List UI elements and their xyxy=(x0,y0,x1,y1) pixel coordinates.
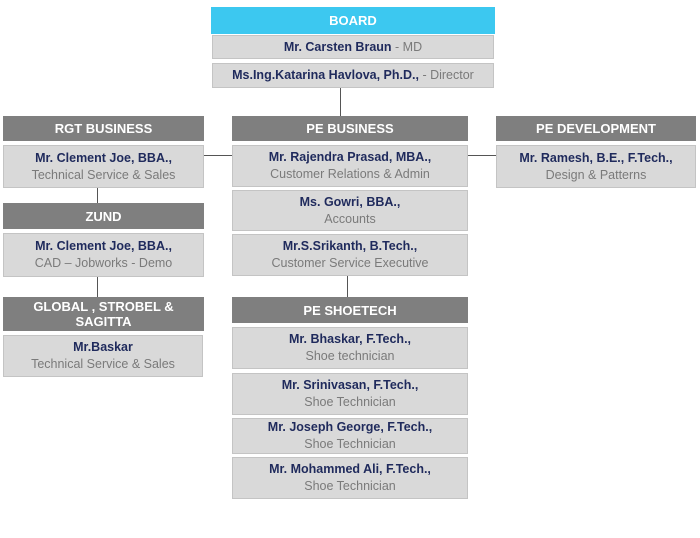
member-name: Mr. Ramesh, B.E., F.Tech., xyxy=(519,150,673,165)
member-name: Mr. Carsten Braun xyxy=(283,39,392,54)
zund-title: ZUND xyxy=(85,208,122,224)
connector-board-pe xyxy=(340,88,341,116)
pe-shoetech-header: PE SHOETECH xyxy=(232,297,468,323)
member-name: Mr. Bhaskar, F.Tech., xyxy=(288,332,412,346)
pe-business-header: PE BUSINESS xyxy=(232,116,468,141)
member-name: Mr. Clement Joe, BBA., xyxy=(35,239,172,253)
pe-business-member-relations: Mr. Rajendra Prasad, MBA., Customer Rela… xyxy=(232,145,468,187)
member-role: Customer Service Executive xyxy=(271,256,429,270)
member-role: Shoe Technician xyxy=(304,395,396,409)
member-name: Mr. Rajendra Prasad, MBA., xyxy=(268,150,432,164)
member-role: CAD – Jobworks - Demo xyxy=(34,256,173,270)
zund-header: ZUND xyxy=(3,203,204,229)
pe-development-title: PE DEVELOPMENT xyxy=(536,121,656,136)
member-role: Shoe Technician xyxy=(304,437,396,451)
pe-development-header: PE DEVELOPMENT xyxy=(496,116,696,141)
member-name: Ms.Ing.Katarina Havlova, Ph.D., xyxy=(232,68,419,82)
rgt-business-title: RGT BUSINESS xyxy=(54,121,153,136)
pe-shoetech-member-mohammed: Mr. Mohammed Ali, F.Tech., Shoe Technici… xyxy=(232,457,468,499)
rgt-business-member: Mr. Clement Joe, BBA., Technical Service… xyxy=(3,145,204,188)
board-member-director: Ms.Ing.Katarina Havlova, Ph.D., - Direct… xyxy=(212,63,494,88)
member-name: Ms. Gowri, BBA., xyxy=(299,194,401,209)
pe-development-member: Mr. Ramesh, B.E., F.Tech., Design & Patt… xyxy=(496,145,696,188)
connector-rgt-zund xyxy=(97,188,98,203)
member-role: - MD xyxy=(391,39,423,54)
member-name: Mr. Srinivasan, F.Tech., xyxy=(281,378,419,392)
connector-rgt-pe xyxy=(204,155,232,156)
zund-member: Mr. Clement Joe, BBA., CAD – Jobworks - … xyxy=(3,233,204,277)
pe-business-member-service: Mr.S.Srikanth, B.Tech., Customer Service… xyxy=(232,234,468,276)
pe-business-member-accounts: Ms. Gowri, BBA., Accounts xyxy=(232,190,468,231)
member-role: Shoe technician xyxy=(305,349,395,363)
member-role: Shoe Technician xyxy=(304,479,396,493)
member-role: Technical Service & Sales xyxy=(31,357,175,371)
pe-shoetech-member-srinivasan: Mr. Srinivasan, F.Tech., Shoe Technician xyxy=(232,373,468,415)
member-name: Mr.S.Srikanth, B.Tech., xyxy=(282,239,418,253)
rgt-business-header: RGT BUSINESS xyxy=(3,116,204,141)
connector-pe-shoetech xyxy=(347,276,348,297)
pe-shoetech-member-joseph: Mr. Joseph George, F.Tech., Shoe Technic… xyxy=(232,418,468,454)
member-name: Mr. Joseph George, F.Tech., xyxy=(267,420,433,434)
board-member-md: Mr. Carsten Braun - MD xyxy=(212,35,494,59)
board-header: BOARD xyxy=(211,7,495,34)
connector-zund-global xyxy=(97,277,98,297)
member-name: Mr. Clement Joe, BBA., xyxy=(35,150,172,165)
board-title: BOARD xyxy=(329,13,377,28)
member-name: Mr. Mohammed Ali, F.Tech., xyxy=(269,462,431,476)
member-name: Mr.Baskar xyxy=(73,340,133,354)
global-title: GLOBAL , STROBEL & SAGITTA xyxy=(33,299,174,329)
pe-shoetech-title: PE SHOETECH xyxy=(303,302,397,318)
global-strobel-sagitta-header: GLOBAL , STROBEL & SAGITTA xyxy=(3,297,204,331)
pe-business-title: PE BUSINESS xyxy=(306,121,394,136)
global-member: Mr.Baskar Technical Service & Sales xyxy=(3,335,203,377)
member-role: Accounts xyxy=(324,211,376,226)
member-role: Design & Patterns xyxy=(545,167,647,182)
member-role: Technical Service & Sales xyxy=(31,167,176,182)
connector-pe-development xyxy=(468,155,496,156)
pe-shoetech-member-bhaskar: Mr. Bhaskar, F.Tech., Shoe technician xyxy=(232,327,468,369)
member-role: - Director xyxy=(418,68,474,82)
member-role: Customer Relations & Admin xyxy=(270,167,430,181)
